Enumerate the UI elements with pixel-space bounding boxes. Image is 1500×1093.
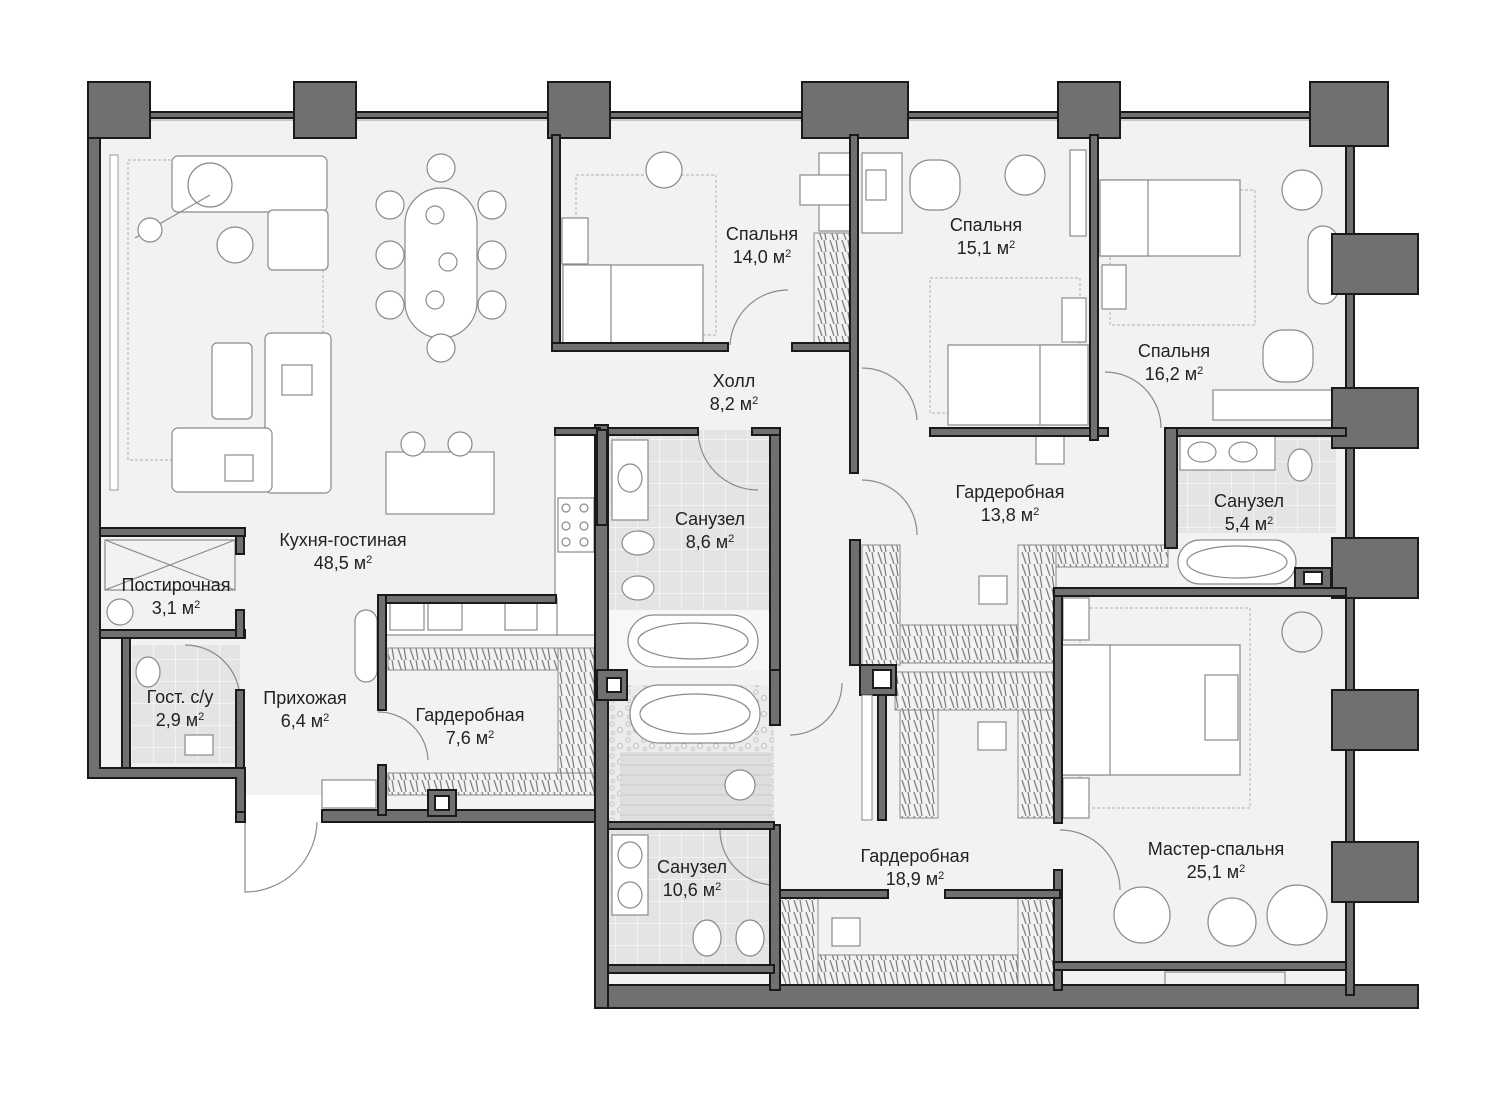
- room-area: 5,4 м2: [1224, 514, 1274, 534]
- room-area: 6,4 м2: [280, 711, 330, 731]
- room-name: Спальня: [949, 215, 1023, 235]
- room-label-guest-wc: Гост. с/у 2,9 м2: [147, 686, 214, 732]
- room-label-hall: Холл 8,2 м2: [710, 370, 759, 416]
- room-name: Прихожая: [263, 688, 347, 708]
- room-label-bedroom-1: Спальня 14,0 м2: [726, 223, 798, 269]
- room-name: Кухня-гостиная: [279, 530, 407, 550]
- room-area: 18,9 м2: [885, 869, 945, 889]
- room-area: 2,9 м2: [155, 710, 205, 730]
- room-area: 8,2 м2: [709, 394, 759, 414]
- room-label-kitchen-living: Кухня-гостиная 48,5 м2: [279, 529, 406, 575]
- room-name: Санузел: [1213, 491, 1285, 511]
- room-area: 15,1 м2: [956, 238, 1016, 258]
- room-area: 8,6 м2: [685, 532, 735, 552]
- room-name: Мастер-спальня: [1147, 839, 1285, 859]
- room-area: 13,8 м2: [980, 505, 1040, 525]
- room-label-wardrobe-2: Гардеробная 13,8 м2: [956, 481, 1065, 527]
- furniture: [104, 149, 1339, 993]
- room-area: 16,2 м2: [1144, 364, 1204, 384]
- room-label-master-bedroom: Мастер-спальня 25,1 м2: [1148, 838, 1285, 884]
- room-label-entrance: Прихожая 6,4 м2: [263, 687, 346, 733]
- room-name: Гост. с/у: [146, 687, 214, 707]
- doors: [184, 289, 1162, 893]
- room-name: Гардеробная: [955, 482, 1065, 502]
- room-area: 3,1 м2: [151, 598, 201, 618]
- room-label-bathroom-1: Санузел 8,6 м2: [675, 508, 745, 554]
- room-label-wardrobe-3: Гардеробная 18,9 м2: [861, 845, 970, 891]
- room-area: 10,6 м2: [662, 880, 722, 900]
- room-area: 25,1 м2: [1186, 862, 1246, 882]
- room-label-bedroom-3: Спальня 16,2 м2: [1138, 340, 1210, 386]
- walls: [87, 81, 1419, 1009]
- room-label-wardrobe-1: Гардеробная 7,6 м2: [416, 704, 525, 750]
- room-area: 48,5 м2: [313, 553, 373, 573]
- room-area: 14,0 м2: [732, 247, 792, 267]
- room-name: Санузел: [656, 857, 728, 877]
- room-name: Гардеробная: [415, 705, 525, 725]
- room-name: Спальня: [1137, 341, 1211, 361]
- room-name: Постирочная: [121, 575, 231, 595]
- room-label-bedroom-2: Спальня 15,1 м2: [950, 214, 1022, 260]
- room-name: Спальня: [725, 224, 799, 244]
- room-name: Санузел: [674, 509, 746, 529]
- room-area: 7,6 м2: [445, 728, 495, 748]
- room-label-bathroom-2: Санузел 10,6 м2: [657, 856, 727, 902]
- room-label-bathroom-3: Санузел 5,4 м2: [1214, 490, 1284, 536]
- room-name: Холл: [712, 371, 756, 391]
- room-label-laundry: Постирочная 3,1 м2: [122, 574, 231, 620]
- room-name: Гардеробная: [860, 846, 970, 866]
